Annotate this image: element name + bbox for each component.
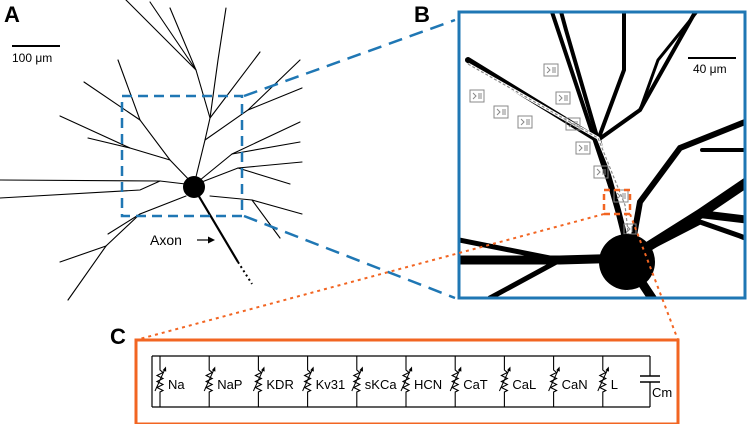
- panel-b-compartment-path: [467, 62, 632, 251]
- channel-branches: Na NaP KDR Kv31 sKCa HCN CaT CaL CaN L: [154, 356, 618, 407]
- panel-a-zoom-box: [120, 94, 244, 218]
- compartment-symbol: [493, 105, 509, 119]
- resistor-symbol: [549, 356, 558, 407]
- panel-a-axon-label: Axon: [150, 232, 182, 248]
- channel-label: CaN: [562, 377, 588, 392]
- resistor-symbol: [204, 356, 214, 407]
- channel-branch-l: L: [597, 356, 618, 407]
- panel-b: B: [414, 2, 747, 300]
- variable-arrow: [154, 368, 166, 392]
- zoom-connector-bottom: [243, 214, 456, 300]
- channel-label: KDR: [266, 377, 293, 392]
- channel-branch-kv31: Kv31: [302, 356, 346, 407]
- channel-branch-cat: CaT: [449, 356, 488, 407]
- channel-branch-kdr: KDR: [252, 356, 294, 407]
- panel-b-selected-compartment: [602, 188, 632, 216]
- compartment-symbol: [469, 89, 485, 103]
- membrane-capacitor: [640, 356, 660, 407]
- panel-b-frame: [457, 10, 747, 300]
- variable-arrow: [498, 368, 510, 392]
- compartment-symbol: [575, 141, 591, 155]
- channel-label: HCN: [414, 377, 442, 392]
- panel-a-axon: [193, 187, 239, 263]
- resistor-symbol: [352, 356, 362, 407]
- panel-a-letter: A: [4, 2, 20, 27]
- resistor-symbol: [254, 356, 263, 407]
- panel-b-scale-label: 40 μm: [693, 62, 727, 76]
- resistor-symbol: [450, 356, 460, 407]
- channel-branch-na: Na: [154, 356, 185, 407]
- panel-b-compartment-symbols: [469, 63, 637, 235]
- variable-arrow: [449, 368, 461, 392]
- circuit-connector-right: [629, 213, 679, 341]
- channel-label: CaT: [463, 377, 488, 392]
- channel-label: NaP: [217, 377, 242, 392]
- panel-a-scale-label: 100 μm: [12, 51, 52, 65]
- compartment-symbol: [565, 117, 581, 131]
- variable-arrowhead: [359, 366, 363, 372]
- resistor-symbol: [401, 356, 411, 407]
- channel-label: L: [611, 377, 618, 392]
- panel-a: A 100 μm: [0, 0, 303, 301]
- panel-c-letter: C: [110, 324, 126, 349]
- panel-a-dendrites: [0, 0, 303, 301]
- channel-branch-cal: CaL: [498, 356, 536, 407]
- variable-arrow: [597, 368, 609, 392]
- compartment-symbol: [555, 91, 571, 105]
- compartment-symbol: [543, 63, 559, 77]
- channel-label: Kv31: [316, 377, 346, 392]
- variable-arrowhead: [162, 366, 167, 372]
- panel-a-axon-continuation: [237, 261, 253, 285]
- variable-arrowhead: [408, 366, 413, 372]
- channel-branch-can: CaN: [548, 356, 588, 407]
- channel-branch-skca: sKCa: [351, 356, 398, 407]
- capacitor-label: Cm: [652, 385, 672, 400]
- variable-arrow: [203, 368, 215, 392]
- channel-branch-nap: NaP: [203, 356, 242, 407]
- channel-label: sKCa: [365, 377, 398, 392]
- zoom-connector-top: [243, 18, 456, 98]
- panel-b-letter: B: [414, 2, 430, 27]
- panel-a-axon-arrowhead: [208, 236, 215, 244]
- compartment-symbol: [593, 165, 609, 179]
- variable-arrowhead: [556, 366, 560, 372]
- resistor-symbol: [155, 356, 165, 407]
- variable-arrowhead: [310, 366, 314, 372]
- variable-arrow: [302, 368, 314, 392]
- panel-b-soma: [599, 234, 655, 290]
- variable-arrowhead: [261, 366, 265, 372]
- variable-arrowhead: [211, 366, 216, 372]
- panel-c: C Na NaP KDR Kv31 sKCa HCN CaT CaL CaN L Cm: [110, 324, 680, 424]
- channel-label: CaL: [512, 377, 536, 392]
- variable-arrowhead: [507, 366, 511, 372]
- circuit-connectors: [135, 213, 679, 341]
- channel-branch-hcn: HCN: [400, 356, 442, 407]
- variable-arrowhead: [457, 366, 462, 372]
- variable-arrow: [351, 368, 363, 392]
- panel-c-frame: [134, 338, 680, 424]
- variable-arrow: [400, 368, 412, 392]
- compartment-symbol: [613, 189, 629, 203]
- resistor-symbol: [598, 356, 608, 407]
- compartment-symbol: [517, 115, 533, 129]
- variable-arrow: [252, 368, 264, 392]
- resistor-symbol: [303, 356, 312, 407]
- resistor-symbol: [500, 356, 509, 407]
- panel-a-soma: [183, 176, 205, 198]
- variable-arrowhead: [605, 366, 609, 372]
- zoom-connectors: [243, 18, 456, 300]
- channel-label: Na: [168, 377, 185, 392]
- variable-arrow: [548, 368, 560, 392]
